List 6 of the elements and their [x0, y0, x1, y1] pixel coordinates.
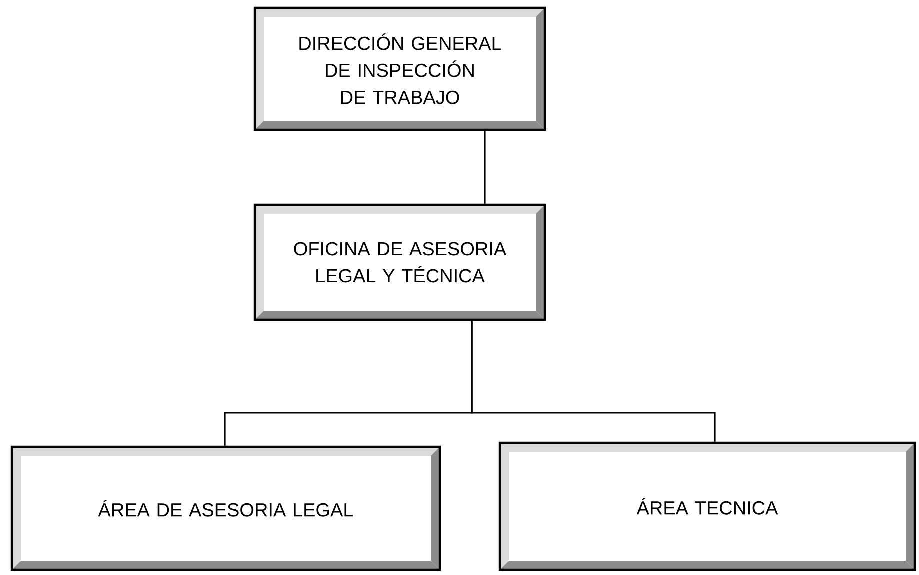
- connector-line: [484, 131, 486, 204]
- connector-line: [471, 321, 716, 442]
- org-box: ÁREA TECNICA: [498, 442, 916, 572]
- org-box: DIRECCIÓN GENERAL DE INSPECCIÓN DE TRABAJO: [254, 6, 546, 132]
- org-box: OFICINA DE ASESORIA LEGAL Y TÉCNICA: [254, 204, 546, 322]
- org-box: ÁREA DE ASESORIA LEGAL: [10, 446, 442, 572]
